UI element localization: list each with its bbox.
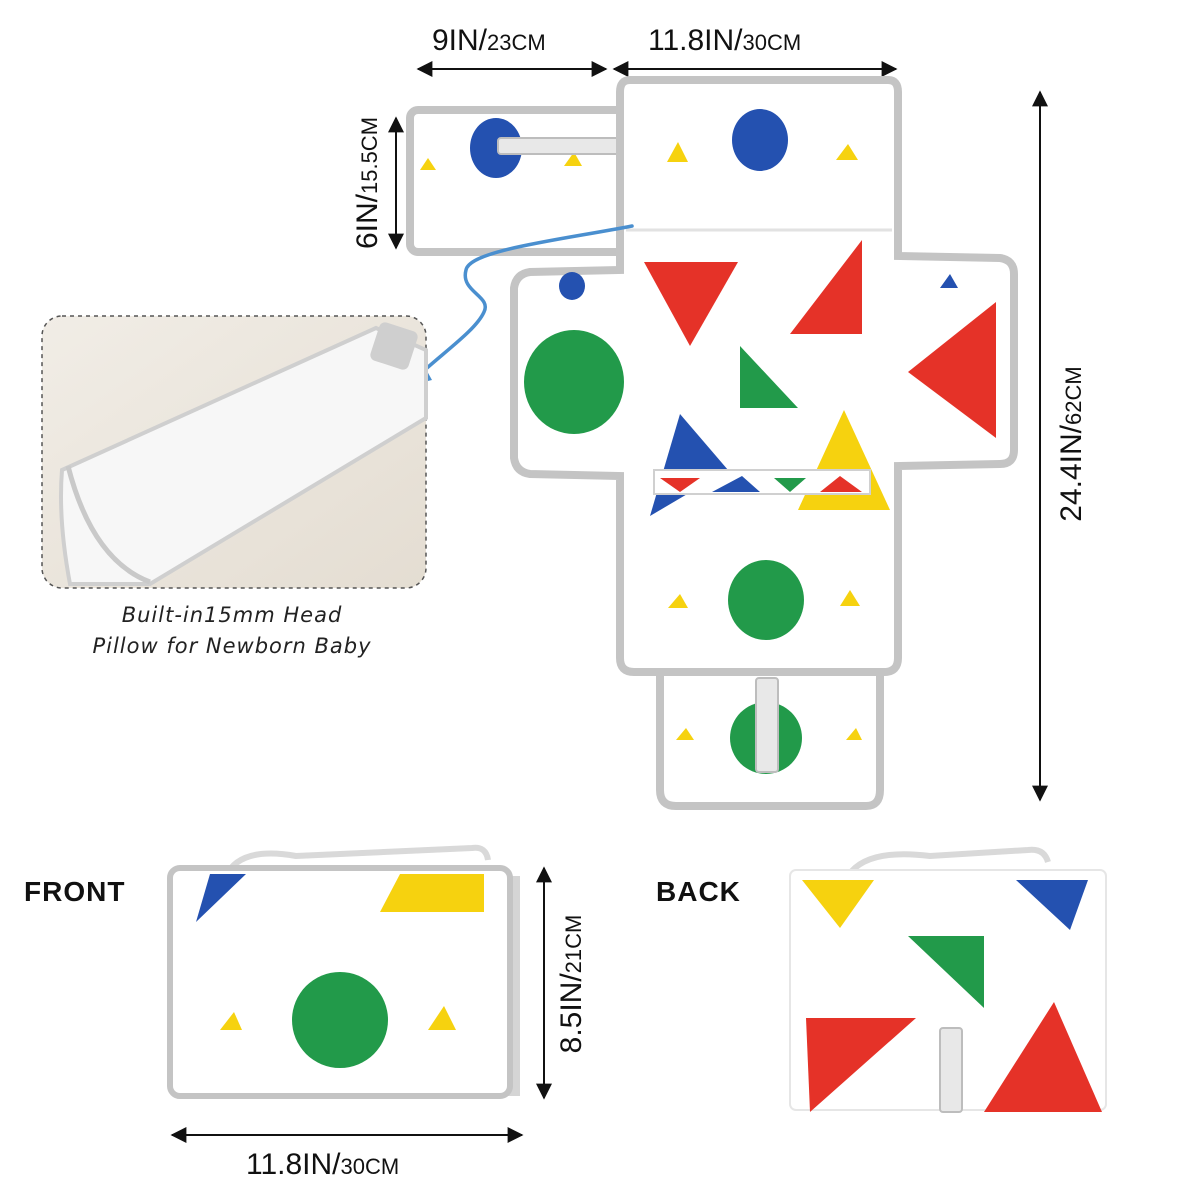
main-width-value: 11.8IN/ bbox=[648, 24, 743, 57]
yellow-triangle-shape bbox=[836, 144, 858, 160]
yellow-triangle-shape bbox=[667, 142, 688, 162]
pillow-caption-line2: Pillow for Newborn Baby bbox=[92, 634, 372, 658]
changing-mat bbox=[510, 76, 1018, 810]
flap-height-value: 6IN/ bbox=[351, 194, 384, 250]
yellow-triangle-shape bbox=[564, 152, 582, 166]
total-length-unit: 62CM bbox=[1061, 366, 1086, 425]
front-label: FRONT bbox=[24, 876, 126, 907]
green-triangle-shape bbox=[908, 936, 984, 1008]
yellow-triangle-shape bbox=[676, 728, 694, 740]
blue-circle-shape bbox=[559, 272, 585, 300]
callout-arrow bbox=[416, 224, 634, 378]
velcro-strap bbox=[497, 137, 625, 155]
yellow-triangle-shape bbox=[428, 1006, 456, 1030]
green-circle-shape bbox=[728, 560, 804, 640]
yellow-triangle-shape bbox=[380, 874, 484, 912]
pillow-caption: Built-in15mm Head Pillow for Newborn Bab… bbox=[42, 600, 422, 662]
blue-triangle-shape bbox=[1016, 880, 1088, 930]
pillow-callout bbox=[41, 315, 428, 589]
flap-width-value: 9IN/ bbox=[432, 24, 488, 57]
velcro-strap bbox=[755, 677, 779, 773]
mat-pocket bbox=[653, 469, 871, 495]
green-circle-shape bbox=[292, 972, 388, 1068]
red-triangle-shape bbox=[908, 302, 996, 438]
yellow-triangle-shape bbox=[840, 590, 860, 606]
green-circle-shape bbox=[524, 330, 624, 434]
folded-width-label: 11.8IN/30CM bbox=[246, 1150, 399, 1180]
total-length-value: 24.4IN/ bbox=[1055, 424, 1088, 522]
folded-height-value: 8.5IN/ bbox=[555, 973, 588, 1054]
folded-width-value: 11.8IN/ bbox=[246, 1148, 341, 1181]
main-width-label: 11.8IN/30CM bbox=[648, 26, 801, 56]
red-triangle-shape bbox=[984, 1002, 1102, 1112]
side-flap bbox=[406, 106, 630, 256]
folded-width-unit: 30CM bbox=[340, 1154, 400, 1179]
yellow-triangle-shape bbox=[420, 158, 436, 170]
flap-height-label: 6IN/15.5CM bbox=[351, 116, 384, 250]
back-view bbox=[789, 846, 1107, 1113]
flap-width-label: 9IN/23CM bbox=[432, 26, 546, 56]
yellow-triangle-shape bbox=[220, 1012, 242, 1030]
flap-height-unit: 15.5CM bbox=[357, 116, 382, 195]
main-width-unit: 30CM bbox=[742, 30, 802, 55]
dimension-lines bbox=[170, 61, 1048, 1143]
red-triangle-shape bbox=[644, 262, 738, 346]
blue-triangle-shape bbox=[940, 274, 958, 288]
front-view bbox=[167, 844, 520, 1099]
red-triangle-shape bbox=[806, 1018, 916, 1112]
flap-width-unit: 23CM bbox=[487, 30, 546, 55]
total-length-label: 24.4IN/62CM bbox=[1055, 366, 1088, 522]
folded-height-label: 8.5IN/21CM bbox=[555, 914, 588, 1054]
pillow-caption-line1: Built-in15mm Head bbox=[121, 603, 343, 627]
red-triangle-shape bbox=[790, 240, 862, 334]
blue-triangle-shape bbox=[196, 874, 246, 922]
yellow-triangle-shape bbox=[668, 594, 688, 608]
green-triangle-shape bbox=[740, 346, 798, 408]
blue-circle-shape bbox=[732, 109, 788, 171]
back-label: BACK bbox=[656, 876, 741, 907]
yellow-triangle-shape bbox=[802, 880, 874, 928]
blue-circle-shape bbox=[470, 118, 522, 178]
yellow-triangle-shape bbox=[846, 728, 862, 740]
velcro-strap bbox=[939, 1027, 963, 1113]
folded-height-unit: 21CM bbox=[561, 914, 586, 974]
